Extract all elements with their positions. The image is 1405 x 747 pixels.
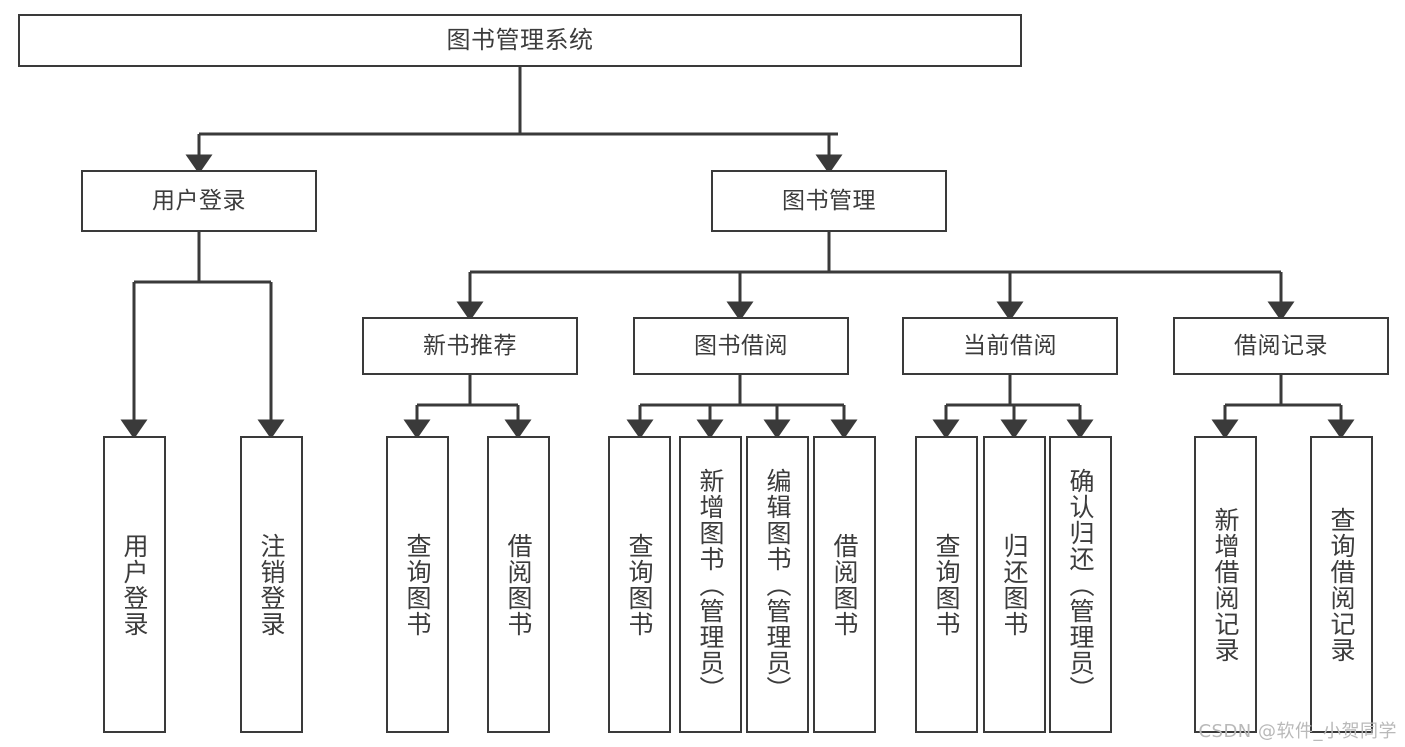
node-book-management-label: 图书管理 — [782, 187, 876, 214]
leaf-new-books-query[interactable]: 查询图书 — [386, 436, 449, 733]
node-root[interactable]: 图书管理系统 — [18, 14, 1022, 67]
leaf-borrow-add-book[interactable]: 新增图书（管理员） — [679, 436, 742, 733]
watermark: CSDN @软件_小贺同学 — [1198, 721, 1397, 742]
node-current-borrow[interactable]: 当前借阅 — [902, 317, 1118, 375]
leaf-current-query-book[interactable]: 查询图书 — [915, 436, 978, 733]
node-new-book-recommend-label: 新书推荐 — [423, 332, 517, 359]
leaf-new-books-query-label: 查询图书 — [403, 532, 432, 637]
leaf-current-return-book[interactable]: 归还图书 — [983, 436, 1046, 733]
leaf-new-books-borrow[interactable]: 借阅图书 — [487, 436, 550, 733]
node-book-borrow[interactable]: 图书借阅 — [633, 317, 849, 375]
node-user-login[interactable]: 用户登录 — [81, 170, 317, 232]
leaf-current-confirm-return-label: 确认归还（管理员） — [1066, 467, 1095, 702]
leaf-new-books-borrow-label: 借阅图书 — [504, 532, 533, 637]
leaf-current-confirm-return[interactable]: 确认归还（管理员） — [1049, 436, 1112, 733]
leaf-borrow-edit-book-label: 编辑图书（管理员） — [763, 467, 792, 702]
leaf-borrow-query-book-label: 查询图书 — [625, 532, 654, 637]
leaf-records-query-label: 查询借阅记录 — [1327, 506, 1356, 663]
leaf-borrow-borrow-book[interactable]: 借阅图书 — [813, 436, 876, 733]
node-new-book-recommend[interactable]: 新书推荐 — [362, 317, 578, 375]
leaf-user-login-signout-label: 注销登录 — [257, 532, 286, 637]
node-root-label: 图书管理系统 — [446, 25, 594, 54]
leaf-user-login-signin[interactable]: 用户登录 — [103, 436, 166, 733]
node-book-borrow-label: 图书借阅 — [694, 332, 788, 359]
node-user-login-label: 用户登录 — [152, 187, 246, 214]
node-borrow-records[interactable]: 借阅记录 — [1173, 317, 1389, 375]
leaf-user-login-signout[interactable]: 注销登录 — [240, 436, 303, 733]
node-book-management[interactable]: 图书管理 — [711, 170, 947, 232]
leaf-records-query[interactable]: 查询借阅记录 — [1310, 436, 1373, 733]
leaf-borrow-edit-book[interactable]: 编辑图书（管理员） — [746, 436, 809, 733]
leaf-user-login-signin-label: 用户登录 — [120, 532, 149, 637]
node-borrow-records-label: 借阅记录 — [1234, 332, 1328, 359]
leaf-current-return-book-label: 归还图书 — [1000, 532, 1029, 637]
leaf-records-add[interactable]: 新增借阅记录 — [1194, 436, 1257, 733]
leaf-borrow-query-book[interactable]: 查询图书 — [608, 436, 671, 733]
node-current-borrow-label: 当前借阅 — [963, 332, 1057, 359]
leaf-borrow-borrow-book-label: 借阅图书 — [830, 532, 859, 637]
leaf-records-add-label: 新增借阅记录 — [1211, 506, 1240, 663]
leaf-borrow-add-book-label: 新增图书（管理员） — [696, 467, 725, 702]
leaf-current-query-book-label: 查询图书 — [932, 532, 961, 637]
